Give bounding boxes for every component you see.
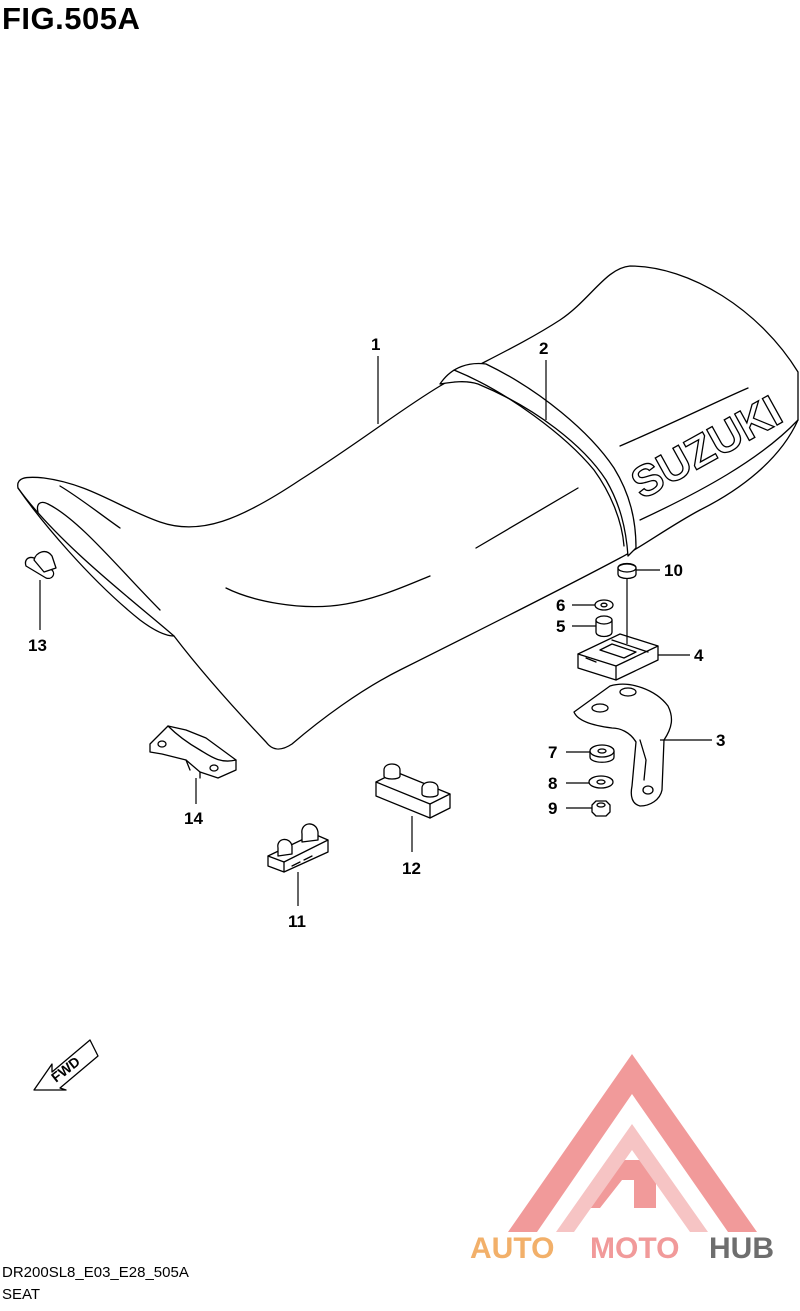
watermark-text-hub: HUB <box>709 1232 774 1265</box>
seat-assembly: SUZUKI <box>17 265 799 750</box>
callout-2: 2 <box>539 339 548 358</box>
washer <box>588 775 614 789</box>
watermark-triangle <box>508 1054 757 1232</box>
callout-13: 13 <box>28 636 47 655</box>
watermark-text-auto: AUTO <box>470 1232 554 1265</box>
seat-hook <box>267 823 329 873</box>
callout-1: 1 <box>371 335 380 354</box>
callout-6: 6 <box>556 596 565 615</box>
collar <box>595 615 613 638</box>
callout-9: 9 <box>548 799 557 818</box>
rubber-block <box>577 633 659 681</box>
diagram-code: DR200SL8_E03_E28_505A <box>2 1264 189 1281</box>
callout-12: 12 <box>402 859 421 878</box>
watermark-text-moto: MOTO <box>590 1232 679 1265</box>
callout-5: 5 <box>556 617 565 636</box>
callout-labels: 1 2 3 4 5 6 7 8 9 10 11 12 13 14 <box>28 335 725 931</box>
seat-outline <box>17 265 799 750</box>
callout-14: 14 <box>184 809 203 828</box>
section-name: SEAT <box>2 1286 41 1303</box>
callout-7: 7 <box>548 743 557 762</box>
leader-lines <box>39 356 712 906</box>
seat-cushion-top <box>617 562 637 580</box>
watermark-logo: AUTO MOTO HUB <box>470 1054 774 1265</box>
seat-bracket <box>573 683 673 807</box>
cushion <box>589 744 615 763</box>
seat-clip <box>24 550 57 580</box>
front-bracket <box>149 725 237 779</box>
seat-strap <box>439 362 637 557</box>
fwd-arrow-shape <box>33 1039 99 1091</box>
figure-title: FIG.505A <box>2 1 141 36</box>
callout-3: 3 <box>716 731 725 750</box>
washer-small <box>594 599 614 611</box>
callout-11: 11 <box>288 912 306 931</box>
cushion-block <box>375 763 451 819</box>
callout-10: 10 <box>664 561 683 580</box>
callout-4: 4 <box>694 646 704 665</box>
callout-8: 8 <box>548 774 557 793</box>
nut <box>591 800 611 817</box>
fwd-arrow: FWD <box>33 1039 99 1091</box>
